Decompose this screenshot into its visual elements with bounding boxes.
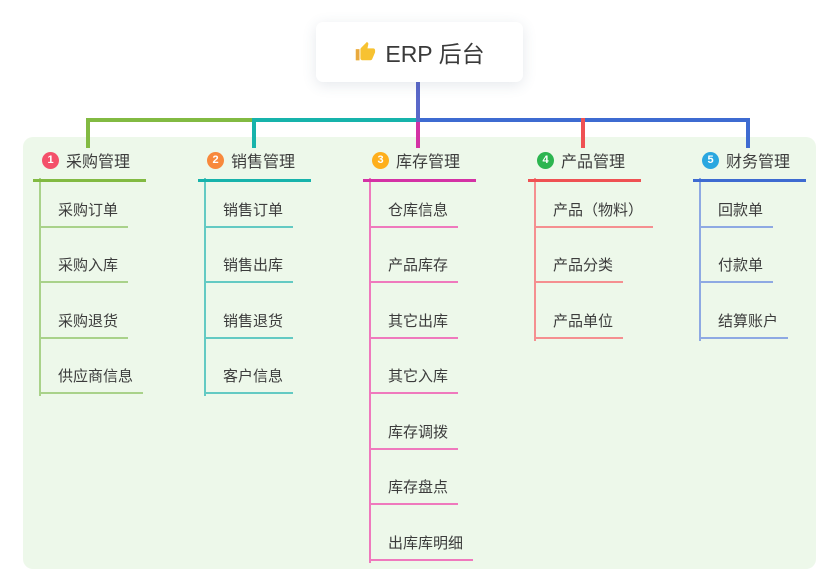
node-label: 其它入库 [388,368,449,385]
connector-branch1-drop [86,118,90,148]
product-category-node[interactable]: 产品分类 [534,257,624,283]
node-label: 采购订单 [58,202,119,219]
branch5-children-rail [699,178,701,341]
node-label: 采购退货 [58,313,119,330]
other-inbound-node[interactable]: 其它入库 [369,368,459,394]
purchase-return-node[interactable]: 采购退货 [39,313,129,339]
node-label: 回款单 [718,202,764,219]
node-label: 库存盘点 [388,479,449,496]
branch-title-finance[interactable]: 5 财务管理 [693,146,806,182]
receipt-order-node[interactable]: 回款单 [699,202,774,228]
connector-root-vertical [416,82,420,122]
sales-return-node[interactable]: 销售退货 [204,313,294,339]
stock-count-node[interactable]: 库存盘点 [369,479,459,505]
branch4-number-badge: 4 [537,151,554,169]
branch2-children-rail [204,178,206,396]
branch3-children-rail [369,178,371,563]
branch5-label: 财务管理 [726,154,791,171]
product-stock-node[interactable]: 产品库存 [369,257,459,283]
thumbs-up-icon [356,41,376,61]
node-label: 销售退货 [223,313,284,330]
node-label: 仓库信息 [388,202,449,219]
branch-title-sales[interactable]: 2 销售管理 [198,146,311,182]
product-material-node[interactable]: 产品（物料） [534,202,654,228]
connector-branch3-drop [416,122,420,148]
root-label: ERP 后台 [385,41,485,67]
connector-branch4-drop [581,118,585,148]
customer-info-node[interactable]: 客户信息 [204,368,294,394]
stock-transfer-node[interactable]: 库存调拨 [369,424,459,450]
connector-branch2-horizontal [252,118,418,122]
purchase-inbound-node[interactable]: 采购入库 [39,257,129,283]
node-label: 产品库存 [388,257,449,274]
node-label: 销售订单 [223,202,284,219]
branch1-children-rail [39,178,41,396]
node-label: 产品（物料） [553,202,644,219]
branches-panel [23,137,816,569]
payment-order-node[interactable]: 付款单 [699,257,774,283]
branch1-number-badge: 1 [42,151,59,169]
settlement-account-node[interactable]: 结算账户 [699,313,789,339]
sales-outbound-node[interactable]: 销售出库 [204,257,294,283]
outbound-detail-node[interactable]: 出库库明细 [369,535,474,561]
node-label: 供应商信息 [58,368,134,385]
node-label: 产品分类 [553,257,614,274]
node-label: 其它出库 [388,313,449,330]
branch2-label: 销售管理 [231,154,296,171]
branch5-number-badge: 5 [702,151,719,169]
node-label: 结算账户 [718,313,779,330]
node-label: 客户信息 [223,368,284,385]
branch4-children-rail [534,178,536,341]
node-label: 产品单位 [553,313,614,330]
branch3-number-badge: 3 [372,151,389,169]
supplier-info-node[interactable]: 供应商信息 [39,368,144,394]
purchase-order-node[interactable]: 采购订单 [39,202,129,228]
branch-title-purchase[interactable]: 1 采购管理 [33,146,146,182]
node-label: 销售出库 [223,257,284,274]
branch1-label: 采购管理 [66,154,131,171]
branch4-label: 产品管理 [561,154,626,171]
branch2-number-badge: 2 [207,151,224,169]
node-label: 采购入库 [58,257,119,274]
root-node[interactable]: ERP 后台 [316,22,523,82]
connector-branch2-drop [252,118,256,148]
branch3-label: 库存管理 [396,154,461,171]
node-label: 付款单 [718,257,764,274]
branch-title-product[interactable]: 4 产品管理 [528,146,641,182]
sales-order-node[interactable]: 销售订单 [204,202,294,228]
product-unit-node[interactable]: 产品单位 [534,313,624,339]
warehouse-info-node[interactable]: 仓库信息 [369,202,459,228]
connector-branch1-horizontal [86,118,252,122]
node-label: 库存调拨 [388,424,449,441]
branch-title-inventory[interactable]: 3 库存管理 [363,146,476,182]
other-outbound-node[interactable]: 其它出库 [369,313,459,339]
connector-branch5-drop [746,118,750,148]
node-label: 出库库明细 [388,535,464,552]
